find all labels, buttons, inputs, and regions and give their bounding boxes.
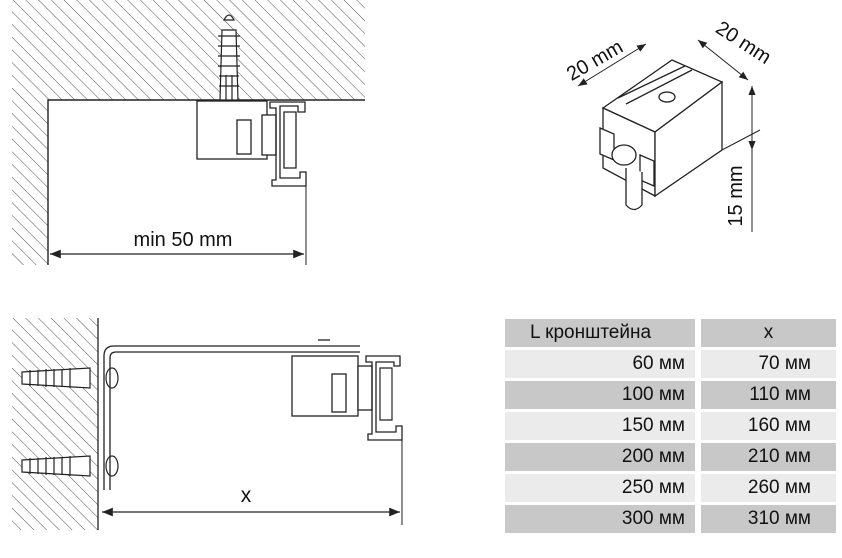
- wall-dowel-upper: [21, 367, 119, 389]
- row-x-value: 70 мм: [695, 350, 836, 378]
- row-x-value: 160 мм: [695, 412, 836, 440]
- rail-profile: [269, 101, 307, 187]
- table-row: 300 мм 310 мм: [505, 505, 836, 533]
- wall-hatch: [12, 100, 48, 265]
- row-x-value: 310 мм: [695, 505, 836, 533]
- width-dimension-line: [577, 43, 647, 87]
- header-bracket-length: L кронштейна: [505, 319, 695, 347]
- rail-profile-wall: [365, 355, 403, 441]
- table-row: 150 мм 160 мм: [505, 412, 836, 440]
- depth-dimension-line: [697, 39, 749, 81]
- dowel-screw: [218, 14, 240, 101]
- row-bracket-length: 300 мм: [505, 505, 695, 533]
- l-bracket: [103, 345, 360, 490]
- x-dimension-label: x: [241, 484, 252, 507]
- row-bracket-length: 250 мм: [505, 474, 695, 502]
- table-row: 60 мм 70 мм: [505, 350, 836, 378]
- row-bracket-length: 100 мм: [505, 381, 695, 409]
- ceiling-hatch: [12, 0, 365, 100]
- row-bracket-length: 150 мм: [505, 412, 695, 440]
- table-row: 100 мм 110 мм: [505, 381, 836, 409]
- bracket-isometric-view: [577, 39, 761, 232]
- rail-knob: [611, 144, 637, 166]
- width-dimension-label: 20 mm: [563, 36, 627, 86]
- row-x-value: 210 мм: [695, 443, 836, 471]
- bracket-block: [196, 100, 277, 160]
- screw-hole: [658, 91, 676, 103]
- wall-mount-view: x: [12, 318, 403, 530]
- bracket-block-wall: [291, 355, 359, 417]
- depth-dimension-label: 20 mm: [712, 17, 775, 69]
- rail-stem: [625, 168, 643, 211]
- row-bracket-length: 200 мм: [505, 443, 695, 471]
- ceiling-mount-view: min 50 mm: [12, 0, 365, 265]
- row-bracket-length: 60 мм: [505, 350, 695, 378]
- header-x: x: [695, 319, 836, 347]
- table-header-row: L кронштейна x: [505, 319, 836, 347]
- min-distance-label: min 50 mm: [134, 229, 233, 251]
- wall-dowel-lower: [21, 455, 119, 477]
- table-row: 200 мм 210 мм: [505, 443, 836, 471]
- bracket-length-table: L кронштейна x 60 мм 70 мм 100 мм 110 мм…: [505, 316, 836, 536]
- height-dimension-label: 15 mm: [725, 165, 747, 226]
- row-x-value: 260 мм: [695, 474, 836, 502]
- wall-hatch-bottom: [12, 318, 98, 530]
- row-x-value: 110 мм: [695, 381, 836, 409]
- table-row: 250 мм 260 мм: [505, 474, 836, 502]
- ceiling-wall-edge: [47, 99, 365, 265]
